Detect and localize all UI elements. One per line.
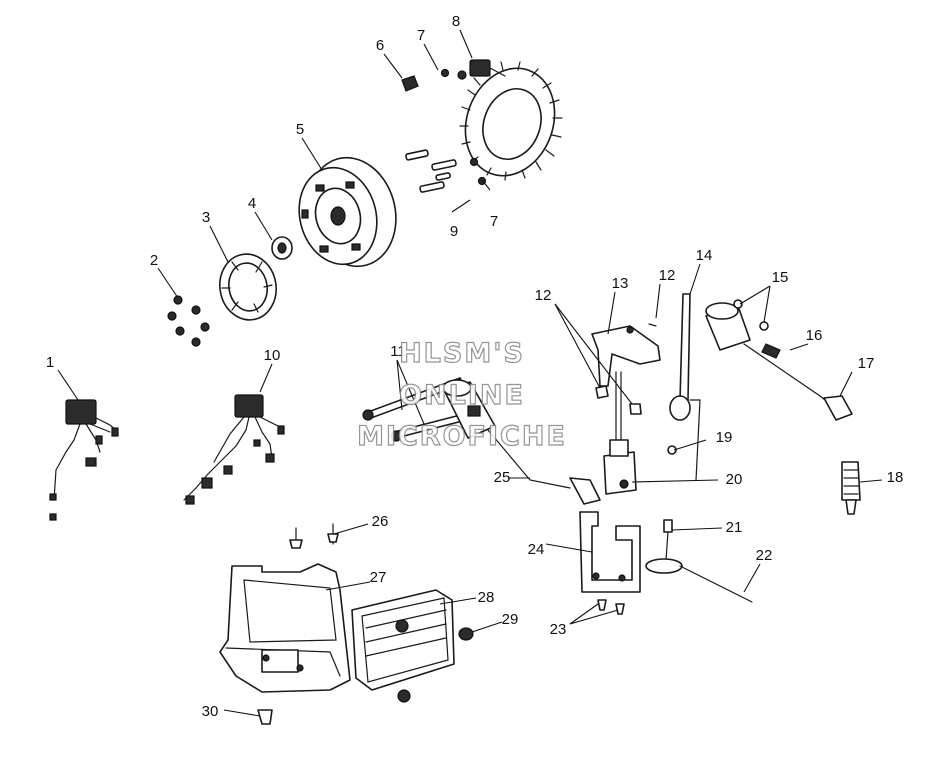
flywheel-nut bbox=[271, 236, 293, 260]
callout-8: 8 bbox=[452, 13, 460, 30]
spark-plug bbox=[841, 461, 861, 515]
callout-21: 21 bbox=[726, 519, 743, 536]
lower-bracket bbox=[579, 511, 641, 593]
callout-3: 3 bbox=[202, 209, 210, 226]
ignition-coil-right bbox=[705, 302, 853, 421]
tray-screw bbox=[257, 709, 273, 725]
callout-10: 10 bbox=[264, 347, 281, 364]
callout-27: 27 bbox=[370, 569, 387, 586]
flywheel bbox=[298, 156, 397, 268]
callout-30: 30 bbox=[202, 703, 219, 720]
callout-17: 17 bbox=[858, 355, 875, 372]
callout-26: 26 bbox=[372, 513, 389, 530]
callout-1: 1 bbox=[46, 354, 54, 371]
watermark-line-3: MICROFICHE bbox=[357, 421, 567, 452]
callout-24: 24 bbox=[528, 541, 545, 558]
callout-12b: 12 bbox=[659, 267, 676, 284]
callout-4: 4 bbox=[248, 195, 256, 212]
stator-bolts bbox=[405, 68, 487, 193]
sensor-cable bbox=[645, 519, 753, 603]
callout-25: 25 bbox=[494, 469, 511, 486]
callout-2: 2 bbox=[150, 252, 158, 269]
starter-bolts bbox=[167, 295, 210, 347]
callout-labels: 1 2 3 4 5 6 7 7 8 9 10 11 12 12 13 14 15… bbox=[46, 13, 904, 720]
callout-18: 18 bbox=[887, 469, 904, 486]
callout-6: 6 bbox=[376, 37, 384, 54]
ecu-module bbox=[351, 589, 455, 703]
callout-15: 15 bbox=[772, 269, 789, 286]
watermark-line-1: HLSM'S bbox=[399, 338, 525, 369]
shift-rod bbox=[669, 293, 701, 481]
callout-7a: 7 bbox=[417, 27, 425, 44]
callout-12a: 12 bbox=[535, 287, 552, 304]
ignition-coil-left bbox=[442, 379, 601, 505]
callout-5: 5 bbox=[296, 121, 304, 138]
callout-7b: 7 bbox=[490, 213, 498, 230]
coil-bracket bbox=[591, 323, 661, 415]
callout-11: 11 bbox=[390, 343, 406, 360]
callout-22: 22 bbox=[756, 547, 773, 564]
ecu-tray bbox=[219, 563, 351, 693]
wire-clip bbox=[401, 75, 419, 92]
callout-14: 14 bbox=[696, 247, 713, 264]
callout-20: 20 bbox=[726, 471, 743, 488]
callout-16: 16 bbox=[806, 327, 823, 344]
ecu-nut bbox=[458, 627, 474, 641]
watermark: HLSM'S ONLINE MICROFICHE bbox=[356, 337, 567, 452]
wiring-harness-10 bbox=[183, 394, 285, 505]
callout-23: 23 bbox=[550, 621, 567, 638]
callout-29: 29 bbox=[502, 611, 519, 628]
leader-lines bbox=[57, 29, 883, 717]
callout-28: 28 bbox=[478, 589, 495, 606]
callout-19: 19 bbox=[716, 429, 733, 446]
callout-13: 13 bbox=[612, 275, 629, 292]
callout-9: 9 bbox=[450, 223, 458, 240]
tray-bolts bbox=[289, 523, 339, 549]
stator bbox=[459, 59, 563, 181]
wiring-harness-1 bbox=[49, 399, 119, 521]
regulator-mount bbox=[603, 371, 677, 495]
watermark-line-2: ONLINE bbox=[399, 380, 525, 411]
starter-cup bbox=[219, 253, 277, 321]
